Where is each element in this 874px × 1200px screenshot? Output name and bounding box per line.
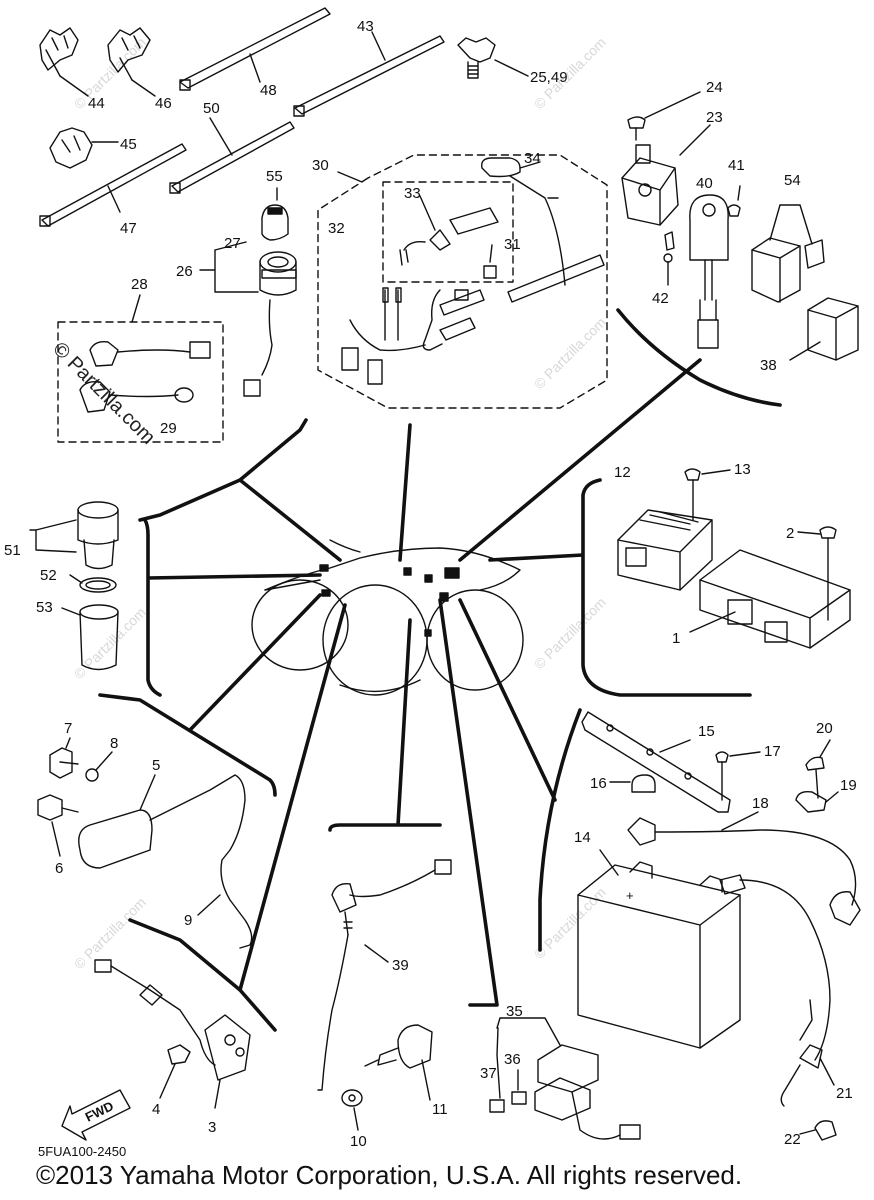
dashed-boxes xyxy=(57,154,608,443)
watermark: © Partzilla.com xyxy=(531,884,609,962)
cable-tie-43 xyxy=(293,31,445,117)
callout-50: 50 xyxy=(203,100,220,117)
clamp-45 xyxy=(49,127,119,169)
callout-28: 28 xyxy=(131,276,148,293)
ignition-coil xyxy=(37,737,253,949)
callout-17: 17 xyxy=(764,743,781,760)
callout-31: 31 xyxy=(504,236,521,253)
callout-52: 52 xyxy=(40,567,57,584)
watermarks: © Partzilla.com © Partzilla.com © Partzi… xyxy=(48,34,608,972)
part-callouts: 44 46 48 43 25,49 45 50 47 55 27 26 28 2… xyxy=(4,18,857,1150)
callout-44: 44 xyxy=(88,95,105,112)
callout-16: 16 xyxy=(590,775,607,792)
callout-38: 38 xyxy=(760,357,777,374)
watermark-partzilla: © Partzilla.com xyxy=(48,338,159,449)
callout-55: 55 xyxy=(266,168,283,185)
watermark: © Partzilla.com xyxy=(531,314,609,392)
callout-27: 27 xyxy=(224,235,241,252)
callout-19: 19 xyxy=(840,777,857,794)
drawing-code: 5FUA100-2450 xyxy=(38,1144,126,1159)
clip-25-49 xyxy=(457,37,529,79)
atv-frame-outline xyxy=(251,539,524,696)
callout-23: 23 xyxy=(706,109,723,126)
callout-46: 46 xyxy=(155,95,172,112)
callout-7: 7 xyxy=(64,720,72,737)
accessory-socket xyxy=(29,501,119,671)
callout-24: 24 xyxy=(706,79,723,96)
cable-tie-47 xyxy=(39,143,187,227)
relay-40 xyxy=(663,185,741,349)
pickup-sensor xyxy=(94,959,251,1109)
copyright-notice: ©2013 Yamaha Motor Corporation, U.S.A. A… xyxy=(36,1160,743,1190)
battery: + xyxy=(577,849,741,1049)
callout-36: 36 xyxy=(504,1051,521,1068)
callout-41: 41 xyxy=(728,157,745,174)
callout-34: 34 xyxy=(524,150,541,167)
callout-13: 13 xyxy=(734,461,751,478)
callout-33: 33 xyxy=(404,185,421,202)
callout-40: 40 xyxy=(696,175,713,192)
callout-18: 18 xyxy=(752,795,769,812)
callout-39: 39 xyxy=(392,957,409,974)
watermark: © Partzilla.com xyxy=(531,594,609,672)
main-switch xyxy=(199,187,297,397)
watermark: © Partzilla.com xyxy=(71,34,149,112)
callout-42: 42 xyxy=(652,290,669,307)
clamp-46 xyxy=(107,27,156,97)
hardware-19-20-22 xyxy=(795,739,839,1141)
group-leaders xyxy=(98,308,782,1032)
fuse-holder-35 xyxy=(489,1017,641,1140)
callout-5: 5 xyxy=(152,757,160,774)
callout-37: 37 xyxy=(480,1065,497,1082)
callout-3: 3 xyxy=(208,1119,216,1136)
callout-21: 21 xyxy=(836,1085,853,1102)
callout-15: 15 xyxy=(698,723,715,740)
fwd-arrow: FWD xyxy=(61,1089,131,1141)
callout-6: 6 xyxy=(55,860,63,877)
cable-tie-50 xyxy=(169,117,295,194)
callout-2: 2 xyxy=(786,525,794,542)
callout-54: 54 xyxy=(784,172,801,189)
cdi-unit xyxy=(689,526,851,649)
callout-51: 51 xyxy=(4,542,21,559)
callout-32: 32 xyxy=(328,220,345,237)
svg-text:+: + xyxy=(626,888,634,903)
neutral-switch xyxy=(317,859,452,1091)
plug-caps xyxy=(79,294,211,413)
wire-harness-30 xyxy=(337,157,605,385)
callout-45: 45 xyxy=(120,136,137,153)
battery-bracket xyxy=(581,711,761,813)
fuse-box-38 xyxy=(789,297,859,361)
callout-29: 29 xyxy=(160,420,177,437)
rectifier-regulator xyxy=(617,468,731,591)
callout-30: 30 xyxy=(312,157,329,174)
callout-11: 11 xyxy=(432,1101,448,1118)
callout-4: 4 xyxy=(152,1101,160,1118)
callout-43: 43 xyxy=(357,18,374,35)
callout-1: 1 xyxy=(672,630,680,647)
switch-11 xyxy=(341,1024,433,1131)
callout-14: 14 xyxy=(574,829,591,846)
callout-12: 12 xyxy=(614,464,631,481)
callout-26: 26 xyxy=(176,263,193,280)
battery-cables xyxy=(627,811,861,1107)
callout-53: 53 xyxy=(36,599,53,616)
callout-47: 47 xyxy=(120,220,137,237)
fuse-54 xyxy=(751,204,825,303)
starter-relay xyxy=(621,91,711,226)
cable-tie-48 xyxy=(179,7,331,91)
callout-25-49: 25,49 xyxy=(530,69,568,86)
clamp-44 xyxy=(39,27,89,97)
callout-48: 48 xyxy=(260,82,277,99)
callout-10: 10 xyxy=(350,1133,367,1150)
fwd-label: FWD xyxy=(83,1098,116,1124)
callout-22: 22 xyxy=(784,1131,801,1148)
callout-35: 35 xyxy=(506,1003,523,1020)
callout-8: 8 xyxy=(110,735,118,752)
callout-20: 20 xyxy=(816,720,833,737)
callout-9: 9 xyxy=(184,912,192,929)
